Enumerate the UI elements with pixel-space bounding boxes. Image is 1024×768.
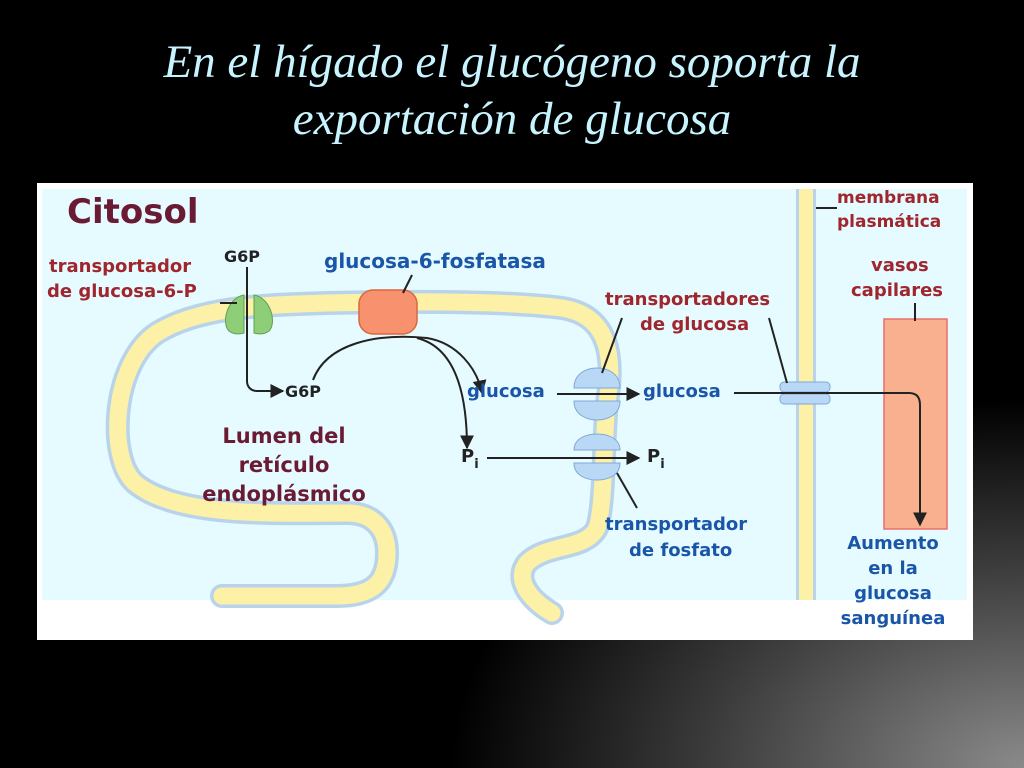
capillaries-label-1: vasos [871,255,929,276]
g6p-transporter-label-2: de glucosa-6-P [47,281,197,302]
pi-cytosol-label: Pi [647,446,665,472]
capillaries-label-2: capilares [851,280,943,301]
title-line-1: En el hígado el glucógeno soporta la [163,36,861,88]
blood-glucose-label-3: glucosa [854,583,932,604]
blood-glucose-label-1: Aumento [847,533,939,554]
pi-lumen-label: Pi [461,446,479,472]
title-line-2: exportación de glucosa [292,93,732,145]
g6p-transporter-label-1: transportador [49,256,191,277]
glucose-export-diagram: Citosol transportador de glucosa-6-P G6P… [37,183,973,640]
g6p-cytosol-label: G6P [224,247,260,266]
blood-glucose-label-2: en la [868,558,918,579]
lumen-label-2: retículo [239,453,330,477]
g6p-hydrolysis-arrow [312,335,487,395]
glucose-lumen-label: glucosa [467,381,545,402]
arrows [246,267,927,527]
phosphate-transporter [573,433,621,481]
lumen-label-3: endoplásmico [202,482,366,506]
lumen-label-1: Lumen del [222,424,345,448]
g6p-transporter [225,294,273,335]
g6p-lumen-label: G6P [285,382,321,401]
glucose-6-phosphatase-label: glucosa-6-fosfatasa [324,249,546,273]
phosphate-transporter-label-1: transportador [605,514,747,535]
glucose-transporters-label-1: transportadores [605,289,770,310]
slide-title: En el hígado el glucógeno soporta la exp… [0,34,1024,148]
plasma-membrane-label-2: plasmática [837,212,941,232]
glucose-cytosol-label: glucosa [643,381,721,402]
capillary [883,318,948,530]
er-glucose-transporter [573,367,621,421]
glucose-6-phosphatase-enzyme [358,289,418,335]
pi-release-arrow [416,337,474,450]
glucose-to-blood-arrow [734,392,927,527]
blood-glucose-label-4: sanguínea [841,608,946,629]
g6p-into-lumen-arrow [246,267,285,398]
glucose-transporters-label-2: de glucosa [640,314,749,335]
cytosol-label: Citosol [67,192,198,232]
cytosol-area [42,189,800,600]
plasma-glucose-transporter [779,381,831,405]
phosphate-transporter-label-2: de fosfato [629,540,732,561]
er-membrane [105,289,622,625]
plasma-membrane-label-1: membrana [837,188,940,208]
leader-lines [220,207,916,509]
